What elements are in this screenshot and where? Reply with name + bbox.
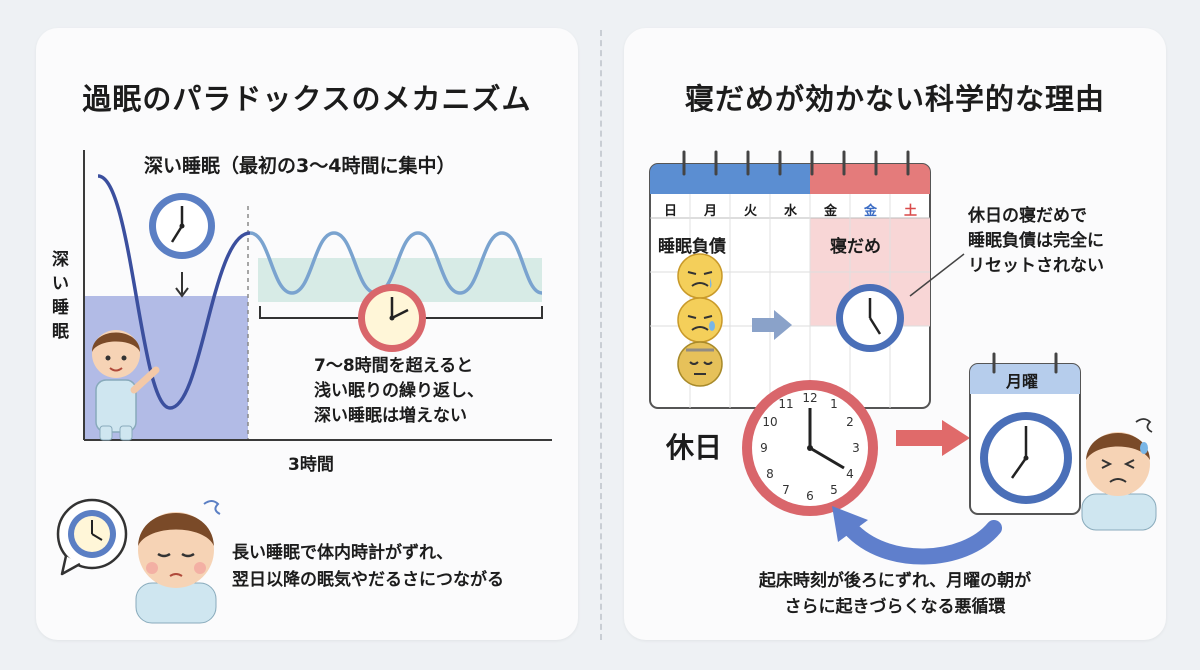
left-panel-title: 過眠のパラドックスのメカニズム <box>82 82 532 116</box>
panel-divider <box>600 30 602 640</box>
calendar-clock-icon <box>836 284 904 352</box>
svg-text:10: 10 <box>762 415 777 429</box>
svg-text:9: 9 <box>760 441 768 455</box>
svg-text:11: 11 <box>778 397 793 411</box>
red-right-arrow-icon <box>896 420 970 456</box>
bottom-note: 長い睡眠で体内時計がずれ、 翌日以降の眠気やだるさにつながる <box>232 543 504 590</box>
svg-text:5: 5 <box>830 483 838 497</box>
svg-text:1: 1 <box>830 397 838 411</box>
holiday-label: 休日 <box>666 431 723 464</box>
x-axis-label: 3時間 <box>288 455 334 475</box>
blue-clock-icon <box>149 193 215 259</box>
repeat-note: 7〜8時間を超えると 浅い眠りの繰り返し、 深い睡眠は増えない <box>314 356 484 426</box>
svg-text:3: 3 <box>852 441 860 455</box>
crying-face-icon <box>677 297 723 343</box>
callout-text: 休日の寝だめで 睡眠負債は完全に リセットされない <box>968 206 1104 276</box>
weekday-tue: 火 <box>744 204 758 219</box>
weekday-mon: 月 <box>704 204 718 219</box>
sleepy-child-icon <box>135 500 221 624</box>
weekday-sun: 日 <box>664 204 678 219</box>
callout-pointer <box>909 253 965 297</box>
catch-up-label: 寝だめ <box>830 237 881 257</box>
blue-return-arrow-icon <box>832 506 1002 565</box>
monday-calendar <box>969 352 1081 515</box>
right-panel-title: 寝だめが効かない科学的な理由 <box>684 82 1105 116</box>
left-panel: 過眠のパラドックスのメカニズム <box>36 28 578 640</box>
tired-face-icon <box>677 253 723 299</box>
shallow-sleep-wave <box>249 231 543 295</box>
red-clock-icon <box>358 284 426 352</box>
gray-right-arrow-icon <box>752 310 792 340</box>
svg-text:2: 2 <box>846 415 854 429</box>
weekday-wed: 水 <box>784 204 798 219</box>
weekday-fri-2: 金 <box>864 204 878 219</box>
bottom-note: 起床時刻が後ろにずれ、月曜の朝が さらに起きづらくなる悪循環 <box>758 571 1032 617</box>
thought-bubble-clock-icon <box>56 498 128 576</box>
exhausted-face-icon <box>677 341 723 387</box>
monday-label: 月曜 <box>1006 372 1039 391</box>
weekday-fri: 金 <box>824 204 838 219</box>
y-axis-label: 深い睡眠 <box>52 250 69 342</box>
svg-text:7: 7 <box>782 483 790 497</box>
svg-text:12: 12 <box>802 391 817 405</box>
deep-sleep-wave <box>97 174 251 410</box>
sleep-cycle-graphic <box>56 150 552 624</box>
deep-sleep-caption: 深い睡眠（最初の3〜4時間に集中） <box>144 155 456 177</box>
stressed-child-icon <box>1081 418 1157 531</box>
svg-text:4: 4 <box>846 467 854 481</box>
sleep-debt-label: 睡眠負債 <box>658 237 726 257</box>
child-pointing-icon <box>92 330 160 441</box>
svg-text:8: 8 <box>766 467 774 481</box>
weekday-sat: 土 <box>904 204 918 219</box>
svg-text:6: 6 <box>806 489 814 503</box>
right-panel: 寝だめが効かない科学的な理由 <box>624 28 1166 640</box>
